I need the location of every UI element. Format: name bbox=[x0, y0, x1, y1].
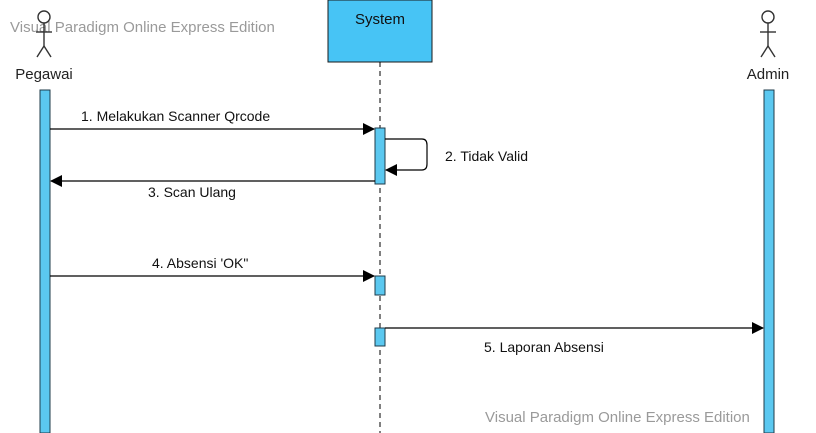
watermark-bottom: Visual Paradigm Online Express Edition bbox=[485, 409, 750, 426]
activation-system-3 bbox=[374, 327, 386, 347]
activation-pegawai bbox=[39, 89, 51, 433]
message-2-label: 2. Tidak Valid bbox=[445, 148, 528, 164]
actor-label-pegawai: Pegawai bbox=[15, 66, 73, 83]
actor-label-admin: Admin bbox=[747, 66, 790, 83]
message-3-label: 3. Scan Ulang bbox=[148, 184, 236, 200]
message-2-arrow bbox=[385, 138, 428, 176]
activation-system-2 bbox=[374, 275, 386, 296]
object-system: System bbox=[327, 0, 433, 63]
object-label-system: System bbox=[355, 11, 405, 28]
message-1-label: 1. Melakukan Scanner Qrcode bbox=[81, 108, 270, 124]
message-3: 3. Scan Ulang bbox=[50, 175, 375, 200]
admin-stick-figure-icon bbox=[760, 10, 776, 58]
activation-admin bbox=[763, 89, 775, 433]
system-box bbox=[327, 0, 433, 63]
watermark-top: Visual Paradigm Online Express Edition bbox=[10, 19, 275, 36]
actor-pegawai: Pegawai bbox=[15, 10, 73, 83]
activation-system-1 bbox=[374, 127, 386, 185]
message-4-label: 4. Absensi 'OK" bbox=[152, 255, 248, 271]
pegawai-stick-figure-icon bbox=[36, 10, 52, 58]
message-5-label: 5. Laporan Absensi bbox=[484, 339, 604, 355]
message-4: 4. Absensi 'OK" bbox=[50, 255, 375, 282]
message-5: 5. Laporan Absensi bbox=[385, 322, 764, 355]
message-2: 2. Tidak Valid bbox=[385, 138, 528, 176]
actor-admin: Admin bbox=[747, 10, 790, 83]
message-1: 1. Melakukan Scanner Qrcode bbox=[50, 108, 375, 135]
